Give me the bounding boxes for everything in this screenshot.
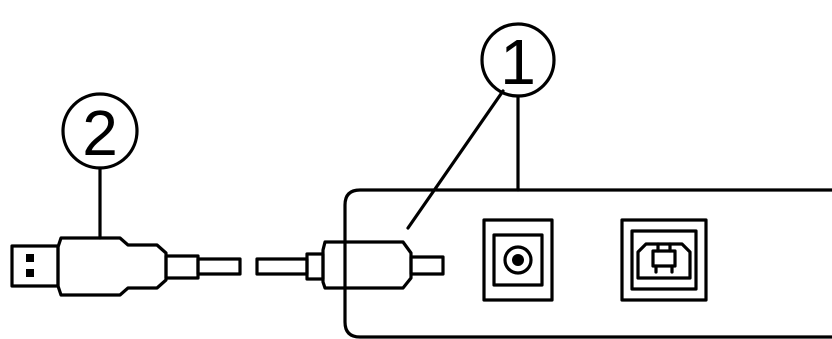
barrel-plug-icon: [255, 240, 445, 290]
callout-1: 1: [480, 22, 556, 98]
device-panel: [343, 188, 832, 339]
callout-2: 2: [61, 92, 139, 170]
usb-a-connector-icon: [10, 236, 242, 297]
callout-number: 2: [82, 97, 118, 169]
callout-number: 1: [500, 26, 536, 98]
dc-power-jack-icon: [482, 218, 554, 302]
callout-1-leader-line: [406, 89, 505, 230]
usb-b-port-icon: [620, 218, 708, 302]
